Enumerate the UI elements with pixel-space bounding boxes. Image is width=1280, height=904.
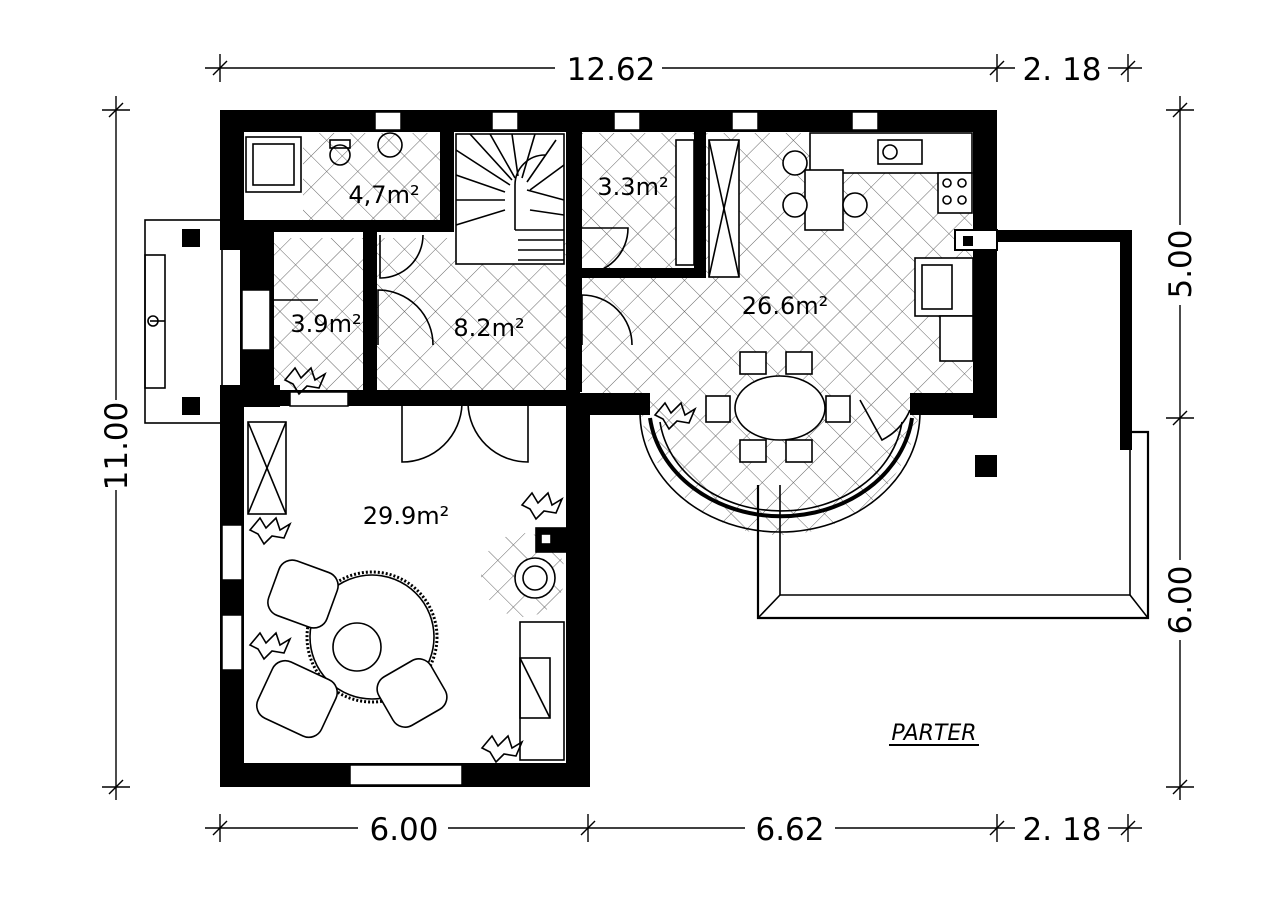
dining-table [705,351,851,463]
room-labels: 4,7m² 3.3m² 3.9m² 8.2m² 26.6m² 29.9m² [290,173,828,530]
kitchen-fixtures [675,132,974,362]
dim-bottom-left: 6.00 [369,812,438,848]
plan-title: PARTER [889,721,979,746]
area-kitchen-dining: 26.6m² [742,292,828,320]
area-bathroom: 4,7m² [348,181,419,209]
dim-bottom-right: 2. 18 [1023,812,1102,848]
dimension-labels: 12.62 2. 18 6.00 6.62 2. 18 11.00 5.00 6… [99,52,1199,848]
area-hall: 8.2m² [453,314,524,342]
dim-bottom-mid: 6.62 [755,812,824,848]
doors [271,227,911,463]
area-pantry: 3.3m² [597,173,668,201]
dim-left-height: 11.00 [99,402,135,491]
dim-top-right: 2. 18 [1023,52,1102,88]
windows [221,111,879,786]
living-furniture [247,421,567,761]
bathroom-fixtures [245,132,403,193]
terrace [756,229,1150,620]
plants [248,366,697,764]
stairs [455,133,565,265]
plan-title-text: PARTER [891,721,976,746]
area-living-room: 29.9m² [363,502,449,530]
dim-right-lower: 6.00 [1163,565,1199,634]
dimension-lines [102,54,1194,842]
entrance-porch [144,219,223,424]
area-wc: 3.9m² [290,310,361,338]
dim-top-main: 12.62 [567,52,656,88]
dim-right-upper: 5.00 [1163,229,1199,298]
